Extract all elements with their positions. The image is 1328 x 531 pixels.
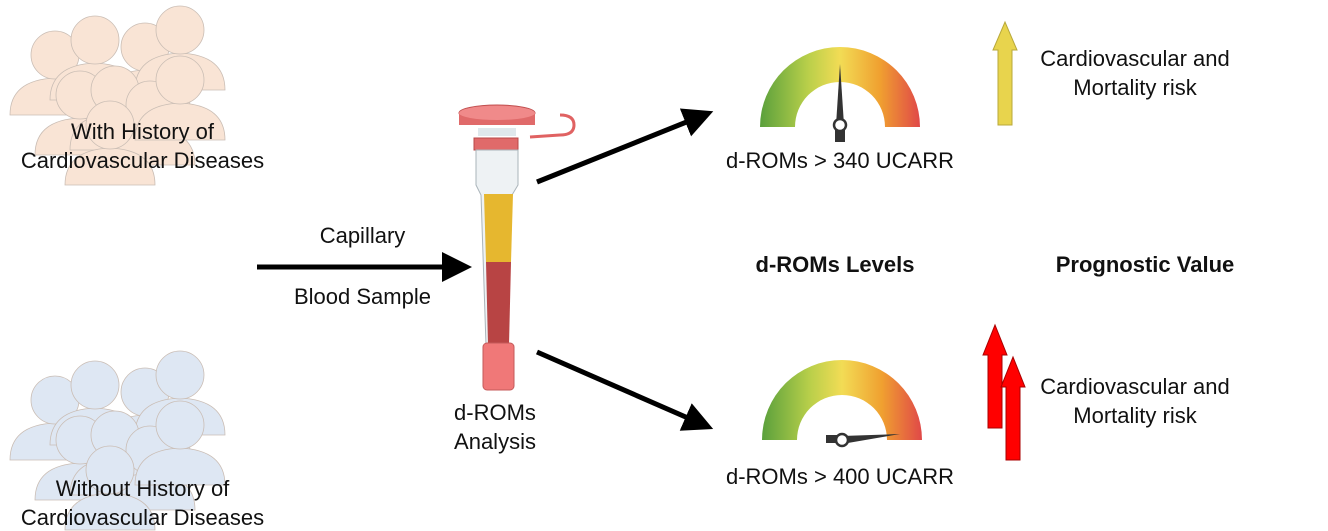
risk-up-arrow-icon — [982, 323, 1008, 429]
with-history-label: With History of Cardiovascular Diseases — [0, 117, 285, 175]
sample-label-line1: Capillary — [319, 223, 406, 248]
analysis-label: d-ROMs Analysis — [420, 398, 570, 456]
arrow-to-400 — [535, 349, 714, 431]
prognostic-header: Prognostic Value — [1055, 252, 1235, 277]
gauge-340-icon — [760, 47, 920, 142]
levels-header: d-ROMs Levels — [755, 252, 915, 277]
blood-tube-icon — [458, 104, 576, 391]
label-line: Cardiovascular Diseases — [20, 505, 265, 530]
risk-label-340: Cardiovascular and Mortality risk — [1015, 44, 1255, 102]
risk-label-400: Cardiovascular and Mortality risk — [1015, 372, 1255, 430]
label-line: Analysis — [454, 429, 536, 454]
arrow-to-340 — [536, 108, 714, 185]
label-line: d-ROMs — [454, 400, 536, 425]
label-line: Mortality risk — [1073, 75, 1197, 100]
gauge-400-icon — [762, 360, 922, 448]
without-history-label: Without History of Cardiovascular Diseas… — [0, 474, 285, 531]
label-line: Without History of — [55, 476, 230, 501]
label-line: Cardiovascular Diseases — [20, 148, 265, 173]
threshold-340-label: d-ROMs > 340 UCARR — [725, 148, 954, 173]
risk-up-arrow-icon — [992, 20, 1018, 126]
label-line: Cardiovascular and — [1040, 374, 1230, 399]
risk-up-arrow-icon — [1000, 355, 1026, 461]
sample-label-line2: Blood Sample — [294, 284, 431, 309]
threshold-400-label: d-ROMs > 400 UCARR — [725, 464, 954, 489]
label-line: Mortality risk — [1073, 403, 1197, 428]
label-line: With History of — [70, 119, 215, 144]
label-line: Cardiovascular and — [1040, 46, 1230, 71]
